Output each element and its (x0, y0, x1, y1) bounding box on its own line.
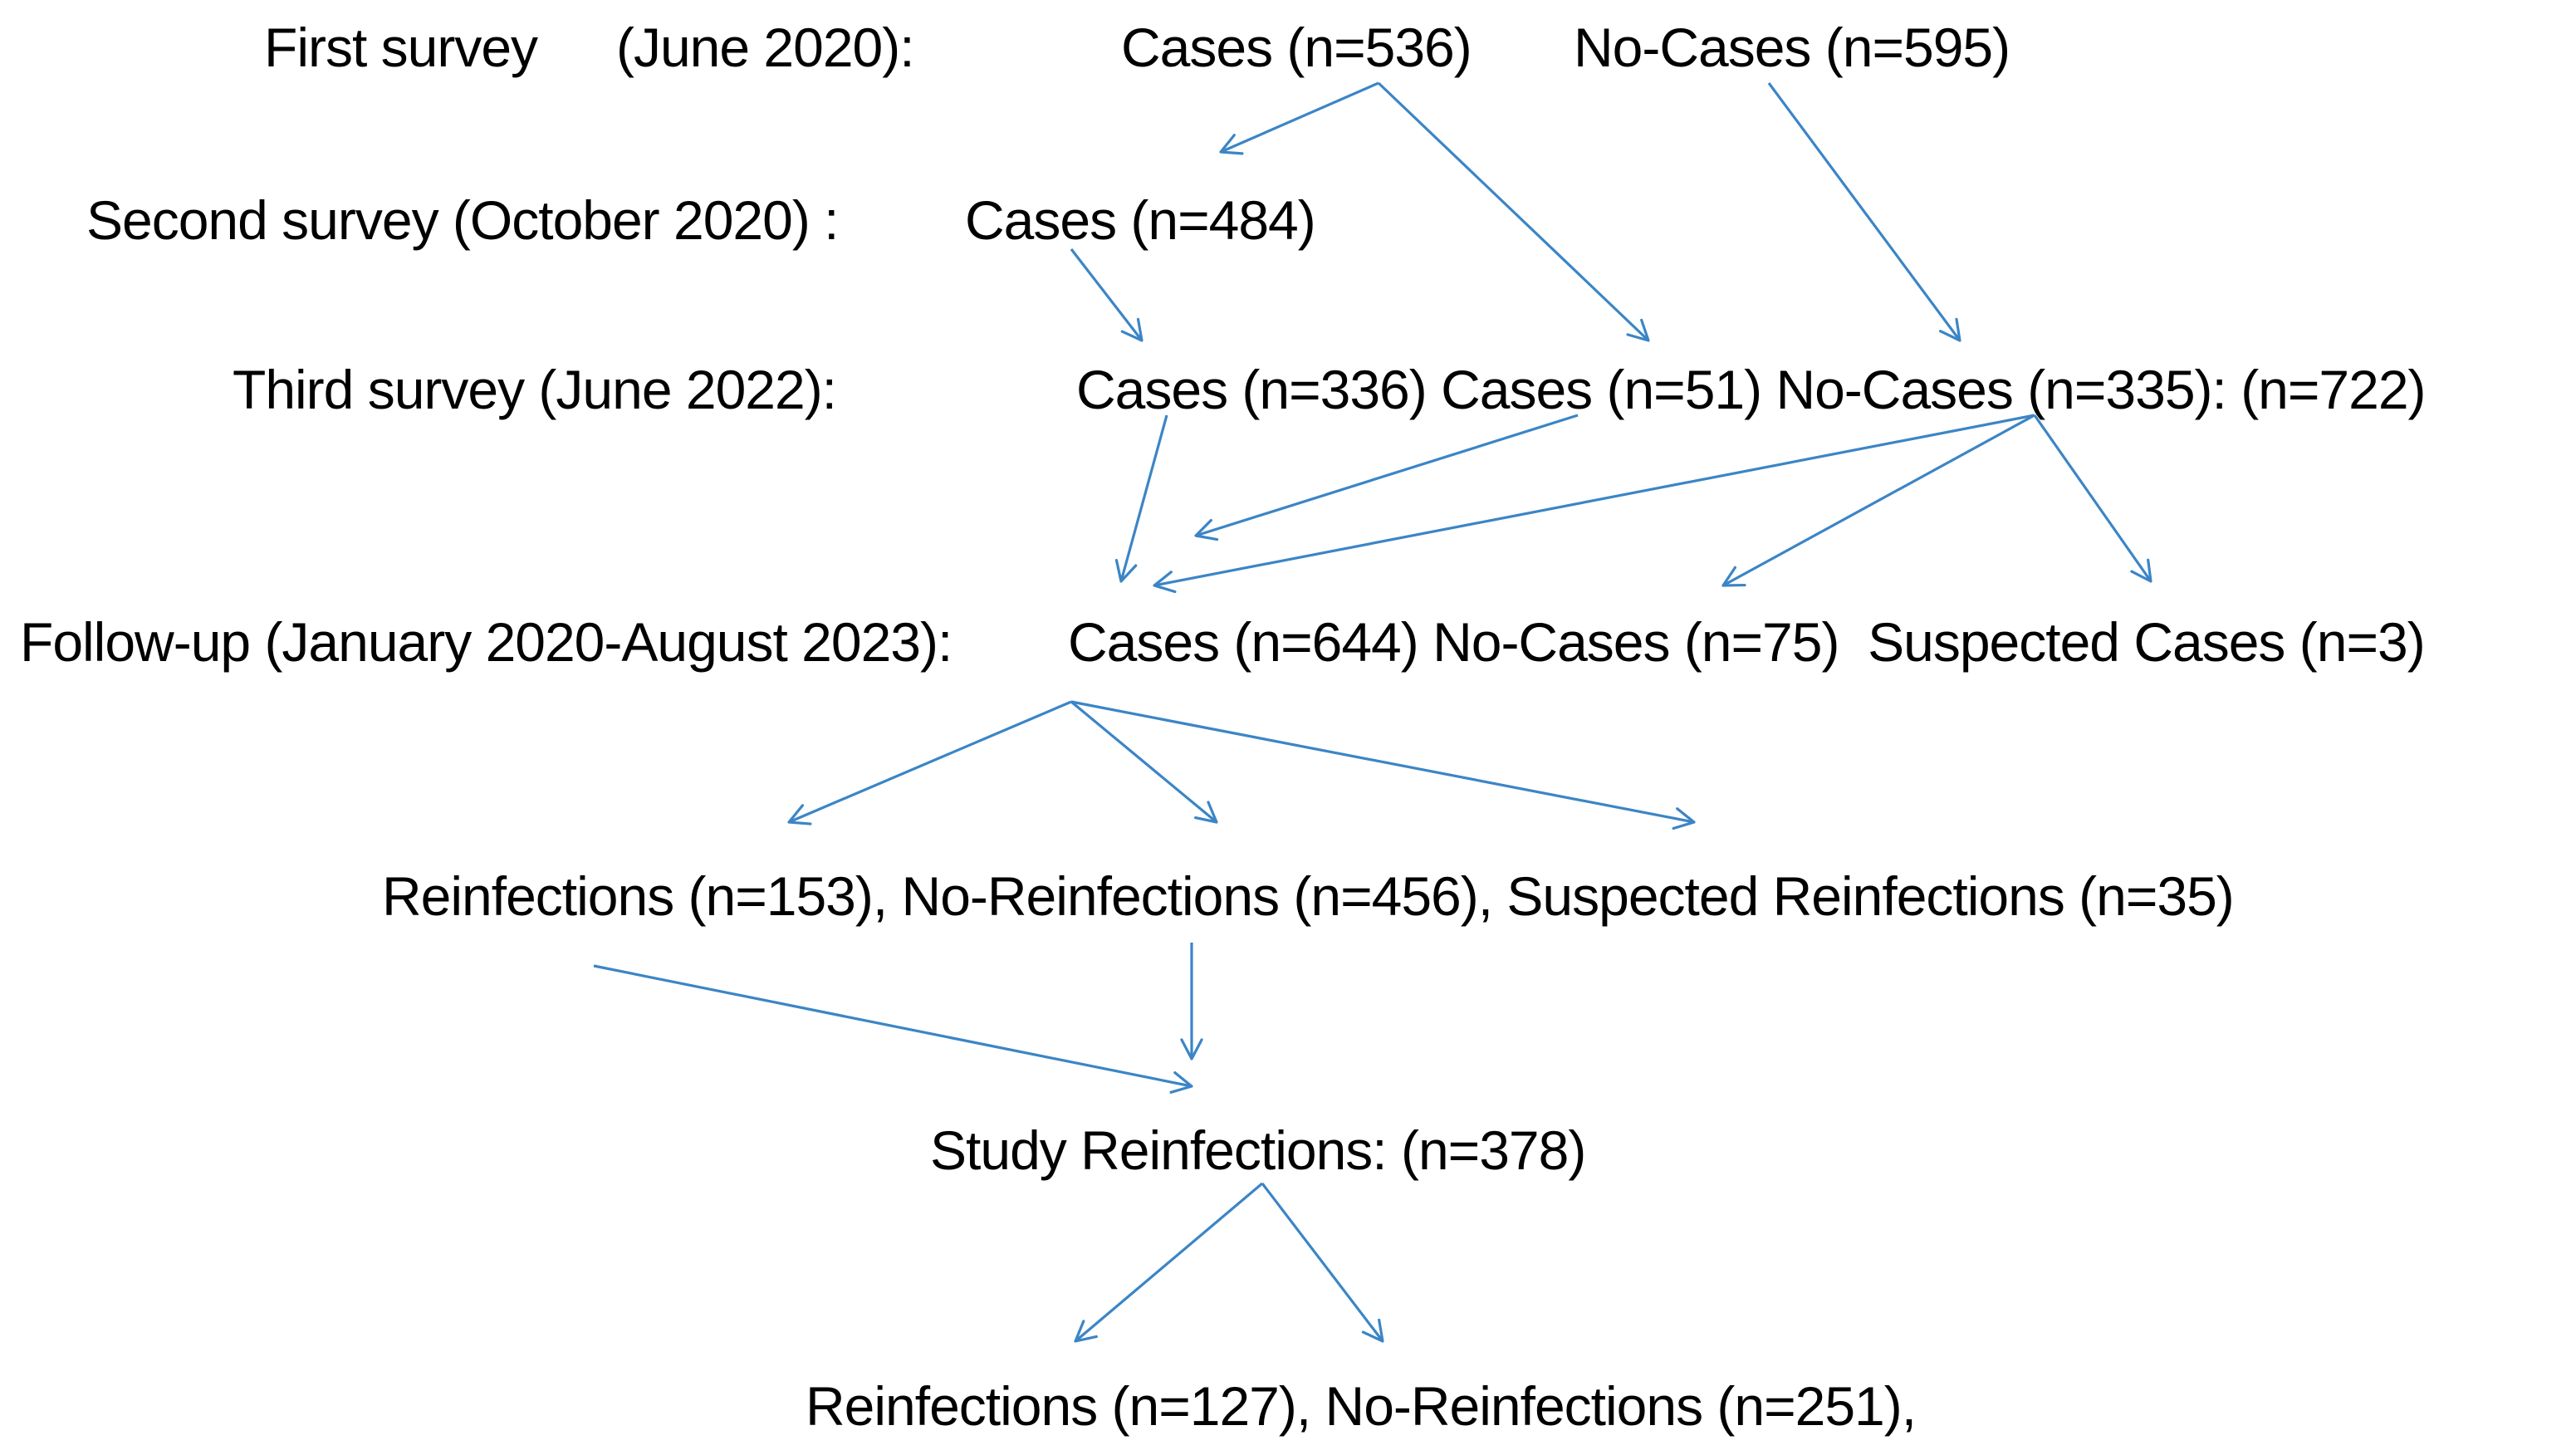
arrow-cases336-to-followup-cases-line (1119, 414, 1168, 582)
first-survey-period: (June 2020): (616, 17, 915, 78)
arrow-reinf153-to-study-head (1169, 1071, 1193, 1094)
reinfection-breakdown: Reinfections (n=153), No-Reinfections (n… (382, 865, 2235, 927)
arrow-cases336-to-followup-cases-head (1114, 558, 1138, 583)
arrow-nocases335-to-suspected-cases (2033, 414, 2152, 583)
arrow-study-to-noreinf251 (1261, 1183, 1384, 1343)
arrow-cases536-to-cases51-head (1626, 318, 1650, 342)
follow-up-label: Follow-up (January 2020-August 2023): (20, 611, 953, 673)
arrow-cases644-to-reinfections-head (787, 804, 812, 825)
second-survey-label: Second survey (October 2020) : (86, 189, 839, 251)
arrow-study-to-reinf127-line (1074, 1182, 1264, 1343)
arrow-cases51-to-followup-cases-line (1195, 414, 1579, 537)
third-survey-nodes: Cases (n=336) Cases (n=51) No-Cases (n=3… (1076, 359, 2427, 420)
arrow-nocases335-to-suspected-cases-line (2033, 414, 2152, 582)
arrow-study-to-reinf127-head (1074, 1320, 1098, 1343)
follow-up-nodes: Cases (n=644) No-Cases (n=75) Suspected … (1068, 611, 2426, 673)
arrow-noreinf456-to-study-head (1180, 1038, 1203, 1061)
arrow-cases644-to-reinfections-line (788, 700, 1072, 824)
first-survey-label: First survey (264, 17, 538, 78)
arrow-study-to-noreinf251-line (1261, 1183, 1384, 1342)
study-reinfections: Study Reinfections: (n=378) (930, 1119, 1586, 1181)
arrow-nocases335-to-suspected-cases-head (2130, 558, 2152, 583)
arrow-cases536-to-cases484-head (1219, 134, 1244, 155)
arrow-cases484-to-cases336-head (1120, 317, 1144, 342)
first-survey-no-cases: No-Cases (n=595) (1574, 17, 2010, 78)
arrow-cases644-to-suspected-reinf-head (1672, 807, 1696, 830)
arrow-cases536-to-cases484 (1219, 81, 1379, 155)
arrow-cases336-to-followup-cases (1114, 414, 1168, 583)
arrow-nocases595-to-nocases335 (1767, 82, 1961, 342)
arrow-cases536-to-cases51-line (1377, 81, 1650, 342)
arrow-cases484-to-cases336-line (1070, 248, 1144, 341)
arrow-study-to-noreinf251-head (1361, 1318, 1384, 1343)
arrow-cases536-to-cases51 (1377, 81, 1650, 342)
arrow-cases644-to-reinfections (787, 700, 1072, 825)
arrow-cases484-to-cases336 (1070, 248, 1144, 342)
arrow-noreinf456-to-study (1180, 943, 1203, 1061)
arrow-nocases335-to-followup-cases-head (1153, 571, 1177, 594)
arrow-study-to-reinf127 (1074, 1182, 1264, 1343)
arrow-nocases335-to-followup-cases-line (1153, 414, 2035, 587)
arrow-reinf153-to-study (593, 964, 1193, 1094)
arrow-nocases595-to-nocases335-line (1767, 82, 1961, 341)
arrow-nocases335-to-followup-cases (1153, 414, 2035, 594)
arrow-cases644-to-no-reinfections (1070, 700, 1218, 824)
arrow-cases51-to-followup-cases (1194, 414, 1579, 541)
arrow-reinf153-to-study-line (593, 964, 1193, 1088)
first-survey-cases: Cases (n=536) (1121, 17, 1472, 78)
study-reinfection-breakdown: Reinfections (n=127), No-Reinfections (n… (806, 1375, 1917, 1437)
arrow-cases536-to-cases484-line (1220, 81, 1379, 154)
second-survey-cases: Cases (n=484) (965, 189, 1316, 251)
arrow-cases51-to-followup-cases-head (1194, 518, 1219, 541)
arrow-nocases335-to-followup-nocases-line (1722, 414, 2035, 587)
arrow-nocases595-to-nocases335-head (1938, 317, 1961, 342)
arrow-nocases335-to-followup-nocases-head (1721, 566, 1746, 587)
arrow-cases644-to-suspected-reinf (1070, 700, 1696, 830)
arrow-cases644-to-no-reinfections-head (1193, 801, 1218, 824)
third-survey-label: Third survey (June 2022): (233, 359, 837, 420)
arrow-nocases335-to-followup-nocases (1721, 414, 2035, 587)
arrow-cases644-to-suspected-reinf-line (1070, 700, 1695, 824)
arrow-cases644-to-no-reinfections-line (1070, 700, 1218, 824)
